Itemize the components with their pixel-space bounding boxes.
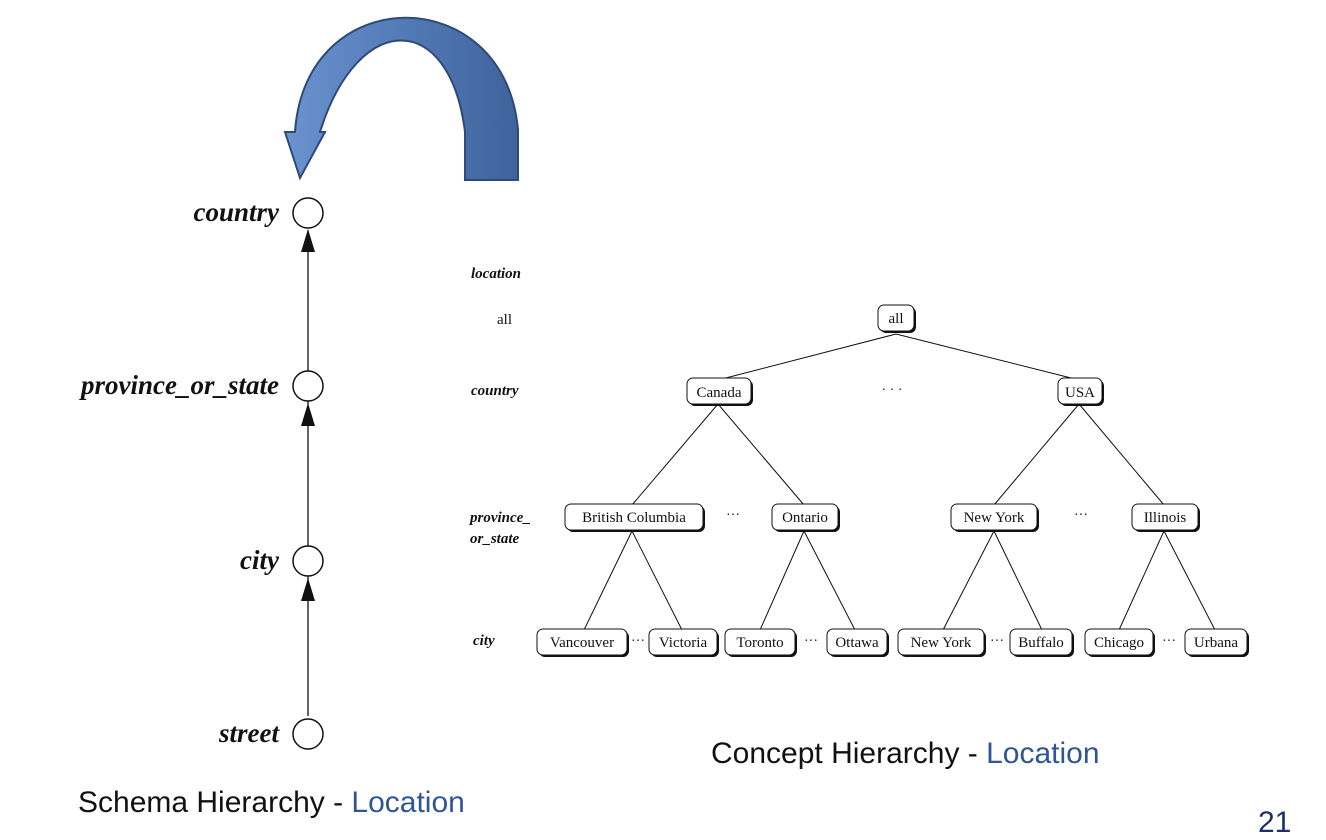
concept-node-buffalo: Buffalo: [1009, 628, 1074, 657]
schema-node-circle: [292, 718, 324, 750]
concept-node-all: all: [877, 304, 916, 333]
schema-level-country: country: [193, 197, 280, 227]
schema-level-province-or-state: province_or_state: [79, 370, 279, 400]
node-label: USA: [1065, 385, 1095, 401]
schema-node-circle: [292, 370, 324, 402]
curved-arrow-icon: [283, 16, 519, 181]
arrow-head-icon: [301, 403, 315, 426]
node-label: New York: [911, 635, 972, 651]
node-label: Victoria: [659, 635, 708, 651]
node-label: Illinois: [1144, 510, 1187, 526]
page-number: 21: [1258, 806, 1292, 839]
concept-node-ottawa: Ottawa: [826, 628, 889, 657]
level-label-province-line2: or_state: [470, 531, 520, 547]
concept-node-victoria: Victoria: [648, 628, 719, 657]
caption-prefix: Concept Hierarchy -: [711, 737, 987, 770]
level-label-province-line1: province_: [468, 510, 531, 526]
arrow-head-icon: [301, 229, 315, 252]
concept-nodes: all Canada USA British Columbia Ontario …: [536, 304, 1249, 657]
concept-node-chicago: Chicago: [1084, 628, 1155, 657]
node-label: Ottawa: [835, 635, 879, 651]
concept-node-new-york-city: New York: [897, 628, 986, 657]
concept-node-urbana: Urbana: [1184, 628, 1249, 657]
concept-node-british-columbia: British Columbia: [564, 503, 705, 532]
node-label: Ontario: [782, 510, 828, 526]
schema-level-city: city: [240, 545, 280, 575]
ellipsis-city: ···: [1162, 634, 1176, 649]
concept-node-vancouver: Vancouver: [536, 628, 629, 657]
node-label: Chicago: [1094, 635, 1144, 651]
node-label: all: [889, 311, 904, 327]
concept-node-canada: Canada: [686, 377, 753, 406]
concept-node-new-york-state: New York: [950, 503, 1039, 532]
node-label: British Columbia: [582, 510, 686, 526]
concept-header: location: [471, 266, 521, 282]
schema-level-street: street: [218, 718, 280, 748]
node-label: Buffalo: [1018, 635, 1064, 651]
schema-hierarchy-caption: Schema Hierarchy - Location: [78, 786, 465, 820]
concept-node-usa: USA: [1057, 377, 1104, 406]
schema-hierarchy: country province_or_state city street: [79, 197, 324, 750]
caption-accent: Location: [351, 786, 465, 819]
level-label-country: country: [471, 383, 519, 399]
node-label: Toronto: [736, 635, 783, 651]
concept-hierarchy-caption: Concept Hierarchy - Location: [711, 737, 1100, 771]
schema-node-circle: [292, 197, 324, 229]
node-label: New York: [964, 510, 1025, 526]
level-label-city: city: [473, 633, 495, 649]
node-label: Vancouver: [550, 635, 614, 651]
ellipsis-province: ···: [726, 508, 740, 523]
concept-node-ontario: Ontario: [771, 503, 840, 532]
arrow-head-icon: [301, 578, 315, 601]
node-label: Urbana: [1194, 635, 1238, 651]
concept-level-labels: location all country province_ or_state …: [468, 266, 531, 649]
concept-node-toronto: Toronto: [724, 628, 797, 657]
ellipsis-city: ···: [631, 634, 645, 649]
level-label-all: all: [497, 312, 512, 328]
ellipsis-city: ···: [990, 634, 1004, 649]
ellipsis-country: · · ·: [882, 383, 903, 398]
caption-prefix: Schema Hierarchy -: [78, 786, 352, 819]
node-label: Canada: [697, 385, 742, 401]
caption-accent: Location: [986, 737, 1100, 770]
concept-edges: [583, 333, 1216, 631]
ellipsis-province: ···: [1074, 508, 1088, 523]
ellipsis-city: ···: [804, 634, 818, 649]
concept-node-illinois: Illinois: [1131, 503, 1200, 532]
schema-node-circle: [292, 545, 324, 577]
concept-ellipses: · · · ··· ··· ··· ··· ··· ···: [631, 383, 1176, 649]
